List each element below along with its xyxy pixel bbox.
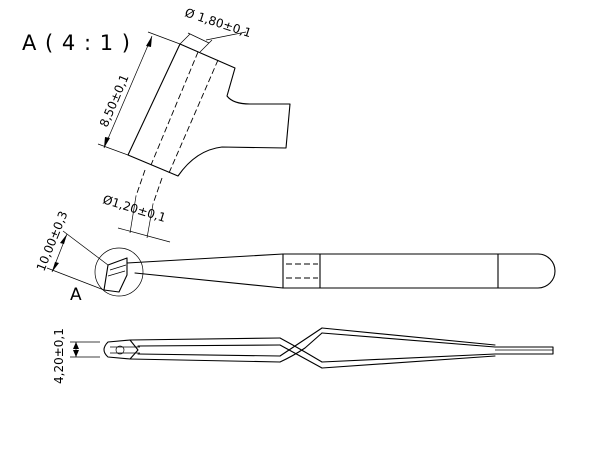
- dim-tip-height: 4,20±0,1: [52, 328, 100, 384]
- dim-tip-length-text: 10,00±0,3: [34, 209, 71, 273]
- dim-outer-diameter-text: Ø 1,80±0,1: [183, 6, 253, 41]
- detail-callout-circle: [94, 247, 144, 297]
- detail-tube-outline: [127, 43, 291, 177]
- top-view-tweezers: [103, 253, 556, 293]
- detail-tube-bore: [135, 51, 219, 205]
- dim-outer-diameter: Ø 1,80±0,1: [179, 6, 253, 53]
- dim-tip-length: 10,00±0,3: [34, 209, 109, 291]
- dim-inner-diameter-text: Ø1,20±0,1: [101, 192, 168, 224]
- dim-inner-diameter: Ø1,20±0,1: [101, 192, 171, 243]
- detail-view-title: A ( 4 : 1 ): [22, 31, 131, 55]
- side-view-tweezers: [103, 327, 554, 369]
- dim-length-text: 8,50±0,1: [97, 72, 132, 129]
- dim-tip-height-text: 4,20±0,1: [52, 328, 66, 384]
- callout-label: A: [70, 285, 82, 305]
